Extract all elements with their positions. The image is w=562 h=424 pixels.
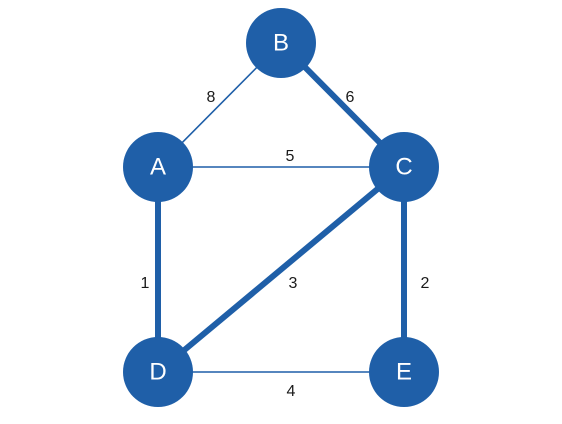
node-circle-a: [123, 132, 193, 202]
node-label-b: B: [273, 29, 289, 56]
node-b: B: [246, 8, 316, 78]
node-circle-b: [246, 8, 316, 78]
edge-labels-layer: 8 6 5 1 3 2 4: [141, 89, 430, 400]
edge-weight-a-c: 5: [286, 148, 295, 165]
edge-weight-d-e: 4: [287, 383, 296, 400]
node-label-a: A: [150, 153, 166, 180]
node-e: E: [369, 337, 439, 407]
node-label-d: D: [149, 358, 166, 385]
edge-weight-a-b: 8: [207, 89, 216, 106]
edge-weight-a-d: 1: [141, 275, 150, 292]
edge-weight-b-c: 6: [346, 89, 355, 106]
edge-weight-c-e: 2: [421, 275, 430, 292]
node-a: A: [123, 132, 193, 202]
node-label-e: E: [396, 358, 412, 385]
node-d: D: [123, 337, 193, 407]
node-label-c: C: [395, 153, 412, 180]
node-circle-d: [123, 337, 193, 407]
node-c: C: [369, 132, 439, 202]
edge-c-d: [155, 164, 407, 375]
nodes-layer: B A C D E: [123, 8, 439, 407]
node-circle-c: [369, 132, 439, 202]
node-circle-e: [369, 337, 439, 407]
edges-layer: [155, 40, 407, 375]
edge-weight-c-d: 3: [289, 275, 298, 292]
